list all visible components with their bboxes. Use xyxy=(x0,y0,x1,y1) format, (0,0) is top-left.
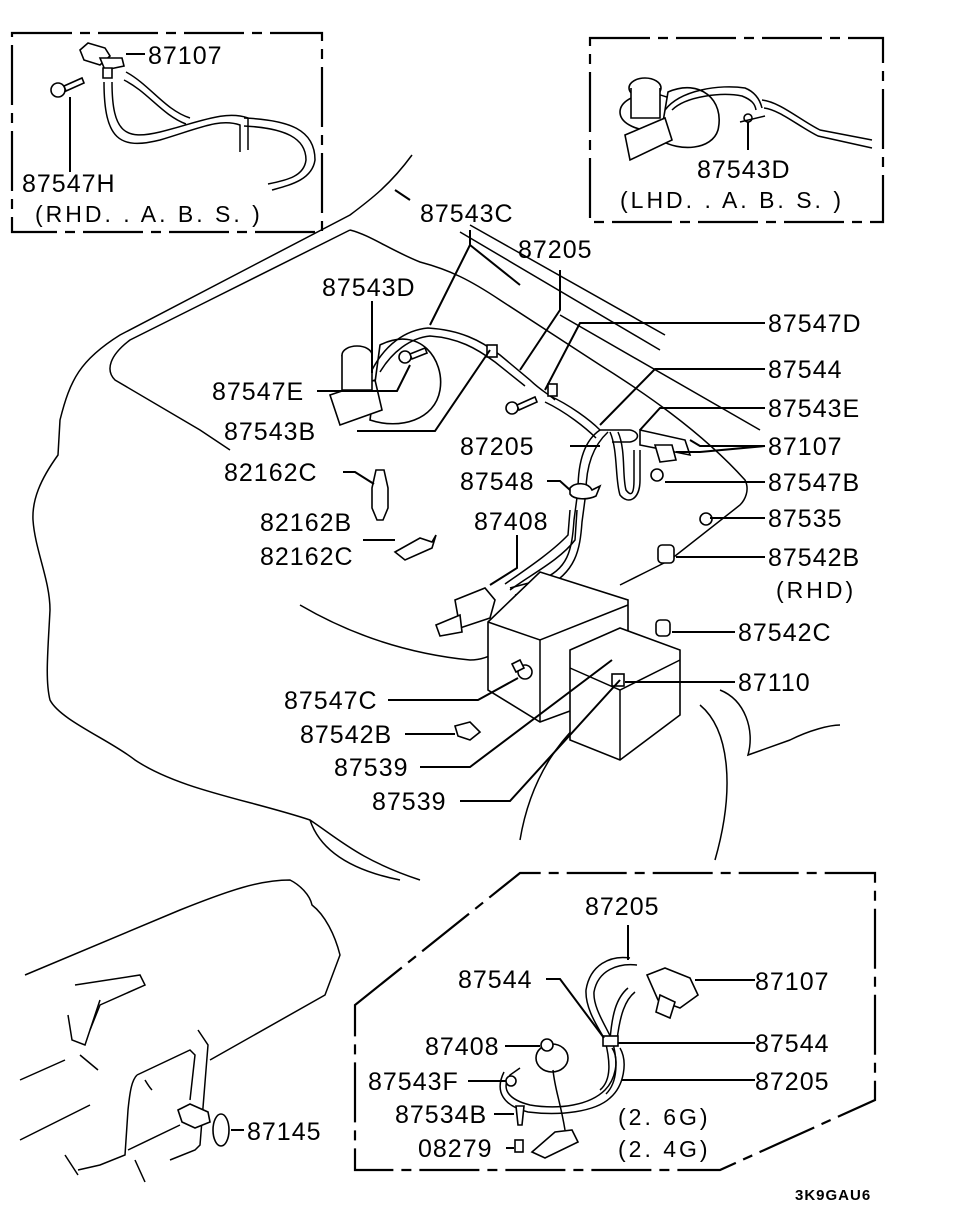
label-87542B: 87542B xyxy=(768,544,860,572)
label-87547D: 87547D xyxy=(768,310,862,338)
connector-icon xyxy=(453,721,482,741)
clamp-icon xyxy=(569,482,602,500)
label-82162C: 82162C xyxy=(224,459,318,487)
inset-border xyxy=(353,871,877,1172)
hose xyxy=(103,81,241,152)
label-87408: 87408 xyxy=(474,508,549,536)
label-87544: 87544 xyxy=(755,1030,830,1058)
bracket-icon xyxy=(639,429,692,457)
label-87107: 87107 xyxy=(768,433,843,461)
label-87547B: 87547B xyxy=(768,469,860,497)
label-87539: 87539 xyxy=(372,788,447,816)
lamp-87145-icon xyxy=(177,1103,230,1147)
label-87543F: 87543F xyxy=(368,1068,459,1096)
label-87542C: 87542C xyxy=(738,619,832,647)
clip-icon xyxy=(547,383,558,397)
label-08279: 08279 xyxy=(418,1135,493,1163)
label-87543E: 87543E xyxy=(768,395,860,423)
bolt-icon xyxy=(650,468,664,482)
label-87205: 87205 xyxy=(585,893,660,921)
label-87145: 87145 xyxy=(247,1118,322,1146)
relay-icon xyxy=(655,619,671,637)
label-87547E: 87547E xyxy=(212,378,304,406)
bracket-icon xyxy=(530,1129,580,1159)
label-87408: 87408 xyxy=(425,1033,500,1061)
leader-lines xyxy=(317,189,766,802)
clip-icon xyxy=(486,344,498,358)
label-82162C: 82162C xyxy=(260,543,354,571)
label-87539: 87539 xyxy=(334,754,409,782)
note-rhd: (RHD) xyxy=(776,577,856,603)
bolt-icon xyxy=(50,76,86,98)
inset-border xyxy=(588,36,885,224)
label-87543B: 87543B xyxy=(224,418,316,446)
label-87543D: 87543D xyxy=(697,156,791,184)
bolt-icon xyxy=(505,395,539,415)
label-87547H: 87547H xyxy=(22,170,116,198)
screw-icon xyxy=(515,1105,525,1126)
brake-master-cylinder-icon xyxy=(619,77,720,162)
relay-icon xyxy=(657,544,675,564)
label-87107: 87107 xyxy=(148,42,223,70)
valve-87408-icon xyxy=(434,587,496,637)
label-87110: 87110 xyxy=(738,669,811,697)
note-rhd-abs: (RHD. . A. B. S. ) xyxy=(35,201,263,227)
bolt-icon xyxy=(514,1139,524,1153)
note-2.6G: (2. 6G) xyxy=(618,1104,711,1130)
clip-icon xyxy=(739,113,766,123)
label-87544: 87544 xyxy=(768,356,843,384)
label-87534B: 87534B xyxy=(395,1101,487,1129)
bolt-icon xyxy=(510,658,533,680)
figure-code: 3K9GAU6 xyxy=(795,1187,871,1204)
label-87548: 87548 xyxy=(460,468,535,496)
band-clamp-icon xyxy=(602,1035,619,1047)
clip-icon xyxy=(505,1075,517,1087)
inset-engine-variants: 87205 87544 87107 87408 87544 87543F 872… xyxy=(353,871,877,1172)
sensor-82162C-icon xyxy=(371,469,389,521)
label-87205: 87205 xyxy=(755,1068,830,1096)
label-87535: 87535 xyxy=(768,505,843,533)
rear-body-outline xyxy=(19,879,341,1183)
inset-lhd-abs: 87543D (LHD. . A. B. S. ) xyxy=(588,36,885,224)
label-87205: 87205 xyxy=(518,236,593,264)
solenoid-valve-icon xyxy=(645,967,700,1020)
bolt-icon xyxy=(398,346,429,364)
inset-border xyxy=(10,31,324,234)
inset-rhd-abs: 87107 87547H (RHD. . A. B. S. ) xyxy=(10,31,324,234)
sensor-82162B-icon xyxy=(393,534,437,561)
label-87205: 87205 xyxy=(460,433,535,461)
fuse-box-icon xyxy=(569,627,681,761)
valve-87408-icon xyxy=(535,1038,569,1073)
note-lhd-abs: (LHD. . A. B. S. ) xyxy=(620,187,844,213)
connector-icon xyxy=(611,673,625,687)
note-2.4G: (2. 4G) xyxy=(618,1136,711,1162)
label-87547C: 87547C xyxy=(284,687,378,715)
solenoid-valve-icon xyxy=(79,42,125,79)
label-87544: 87544 xyxy=(458,966,533,994)
label-87543C: 87543C xyxy=(420,200,514,228)
label-87543D: 87543D xyxy=(322,274,416,302)
label-87107: 87107 xyxy=(755,968,830,996)
solenoid-valve-icon xyxy=(653,444,678,463)
label-82162B: 82162B xyxy=(260,509,352,537)
label-87542B: 87542B xyxy=(300,721,392,749)
